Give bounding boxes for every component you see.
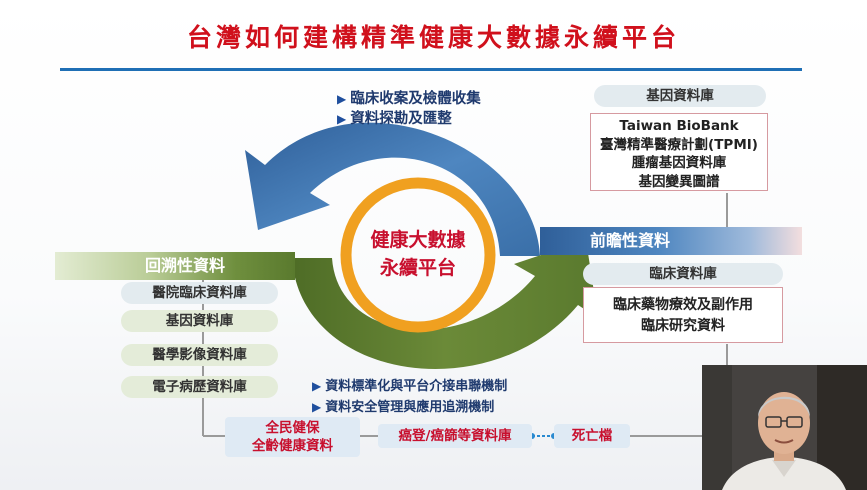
clinical-item: 臨床研究資料 bbox=[641, 318, 725, 334]
triangle-bullet-icon: ▶ bbox=[312, 400, 322, 414]
genomic-item: 腫瘤基因資料庫 bbox=[631, 155, 727, 171]
nhi-box: 全民健保 全齡健康資料 bbox=[225, 417, 360, 457]
retro-item: 基因資料庫 bbox=[121, 310, 278, 332]
triangle-bullet-icon: ▶ bbox=[337, 112, 347, 126]
triangle-bullet-icon: ▶ bbox=[337, 92, 347, 106]
clinical-db-box: 臨床藥物療效及副作用 臨床研究資料 bbox=[583, 287, 783, 343]
top-bullet: ▶臨床收案及檢體收集 bbox=[337, 91, 481, 107]
page-title: 台灣如何建構精準健康大數據永續平台 bbox=[186, 23, 680, 52]
clinical-db-pill: 臨床資料庫 bbox=[583, 263, 783, 285]
nhi-line2: 全齡健康資料 bbox=[252, 438, 333, 454]
triangle-bullet-icon: ▶ bbox=[312, 379, 322, 393]
center-line2: 永續平台 bbox=[379, 257, 456, 279]
clinical-item: 臨床藥物療效及副作用 bbox=[613, 297, 753, 313]
top-bullet-list: ▶臨床收案及檢體收集 ▶資料探勘及匯整 bbox=[337, 89, 481, 129]
genomic-item: Taiwan BioBank bbox=[619, 118, 739, 134]
bottom-bullet-list: ▶資料標準化與平台介接串聯機制 ▶資料安全管理與應用追溯機制 bbox=[312, 376, 507, 418]
retro-item: 醫學影像資料庫 bbox=[121, 344, 278, 366]
nhi-line1: 全民健保 bbox=[265, 420, 320, 436]
top-bullet: ▶資料探勘及匯整 bbox=[337, 111, 452, 127]
bottom-bullet: ▶資料標準化與平台介接串聯機制 bbox=[312, 379, 508, 394]
retrospective-header: 回溯性資料 bbox=[55, 252, 295, 280]
center-label: 健康大數據 永續平台 bbox=[346, 226, 490, 282]
genomic-db-box: Taiwan BioBank 臺灣精準醫療計劃(TPMI) 腫瘤基因資料庫 基因… bbox=[590, 113, 768, 191]
blue-cycle-arrow bbox=[245, 122, 540, 256]
retro-item: 電子病歷資料庫 bbox=[121, 376, 278, 398]
genomic-item: 臺灣精準醫療計劃(TPMI) bbox=[600, 136, 758, 153]
prospective-header: 前瞻性資料 bbox=[540, 227, 802, 255]
genomic-db-pill: 基因資料庫 bbox=[594, 85, 766, 107]
genomic-item: 基因變異圖譜 bbox=[638, 173, 720, 190]
bottom-bullet: ▶資料安全管理與應用追溯機制 bbox=[312, 400, 495, 415]
presenter-avatar-icon bbox=[702, 365, 867, 490]
green-cycle-arrow bbox=[292, 240, 598, 370]
center-line1: 健康大數據 bbox=[370, 229, 466, 251]
presenter-webcam bbox=[702, 365, 867, 490]
center-ring bbox=[340, 177, 496, 333]
death-file-box: 死亡檔 bbox=[554, 424, 630, 448]
title-divider bbox=[60, 68, 802, 71]
cancer-registry-box: 癌登/癌篩等資料庫 bbox=[378, 424, 532, 448]
retro-item: 醫院臨床資料庫 bbox=[121, 282, 278, 304]
